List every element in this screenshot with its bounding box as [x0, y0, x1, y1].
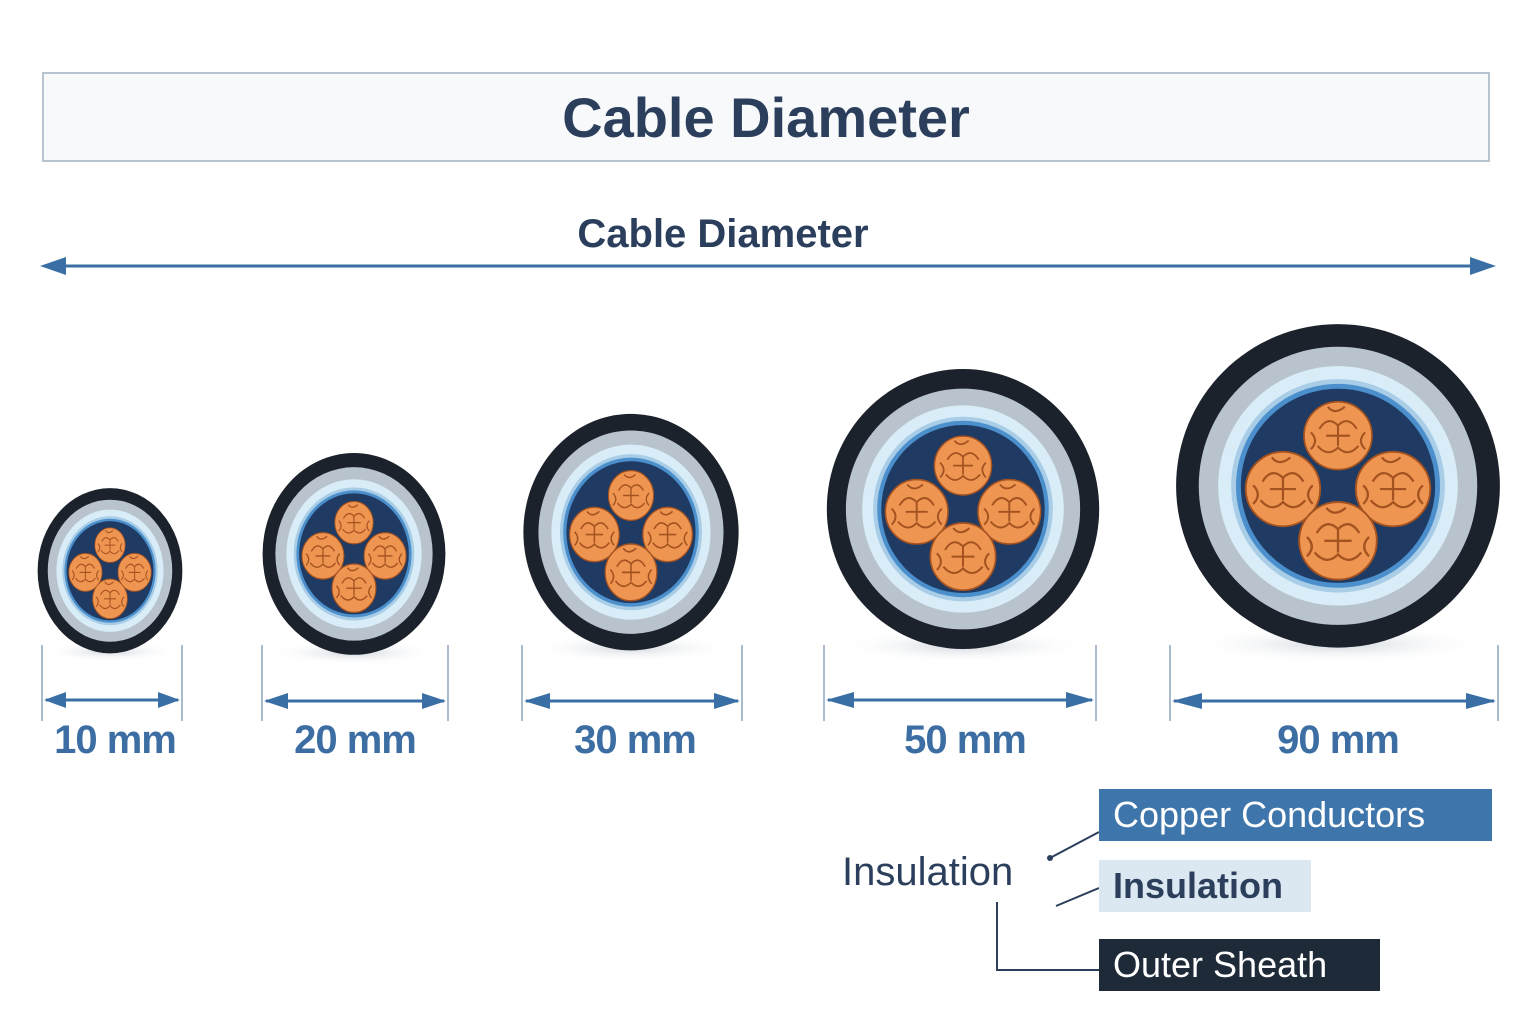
diameter-label: 50 mm: [904, 718, 1027, 762]
double-arrow-icon: [40, 257, 1496, 275]
cable-30mm: [518, 408, 744, 680]
cable-50mm: [820, 362, 1106, 684]
dimension-arrow-icon: [823, 645, 1097, 721]
legend-callout-label: Insulation: [842, 850, 1014, 894]
dimension-arrow-icon: [261, 645, 449, 721]
dimension-arrow-icon: [1169, 645, 1499, 721]
dimension-arrow-icon: [41, 645, 183, 721]
page-title: Cable Diameter: [562, 85, 970, 149]
diameter-label: 20 mm: [294, 718, 417, 762]
legend-copper-conductors: Copper Conductors: [1099, 789, 1492, 841]
diameter-label: 10 mm: [54, 718, 177, 762]
legend-outer-sheath: Outer Sheath: [1099, 939, 1380, 991]
scale-label: Cable Diameter: [577, 212, 869, 256]
title-box: Cable Diameter: [42, 72, 1490, 162]
dimension-arrow-icon: [521, 645, 743, 721]
diameter-label: 90 mm: [1277, 718, 1400, 762]
diameter-label: 30 mm: [574, 718, 697, 762]
cable-90mm: [1168, 316, 1508, 688]
legend-insulation: Insulation: [1099, 860, 1311, 912]
